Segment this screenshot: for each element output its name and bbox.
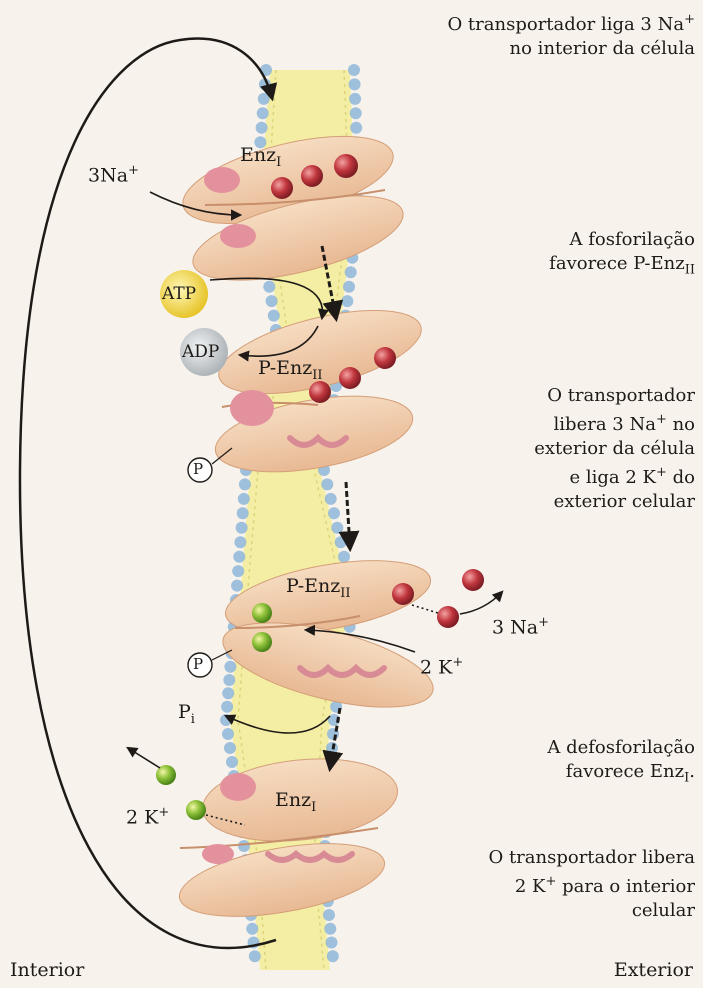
lipid-head	[236, 522, 248, 534]
sodium-label-exterior: 3 Na+	[492, 610, 549, 640]
potassium-ion	[252, 632, 272, 652]
lipid-head	[331, 522, 343, 534]
lipid-head	[350, 122, 362, 134]
sodium-ion	[301, 165, 323, 187]
phosphate-label-b: P	[193, 652, 203, 677]
lipid-head	[226, 756, 238, 768]
lipid-head	[232, 565, 244, 577]
lipid-head	[249, 950, 261, 962]
enzyme-label-p-enz-a: P-EnzII	[258, 356, 323, 388]
sodium-ion	[392, 583, 414, 605]
step-5-description: O transportador libera 2 K+ para o inter…	[415, 846, 695, 923]
sodium-label-interior: 3Na+	[88, 158, 139, 188]
sodium-ion	[271, 177, 293, 199]
potassium-label-exterior: 2 K+	[420, 650, 463, 680]
lipid-head	[222, 728, 234, 740]
lipid-head	[237, 507, 249, 519]
lipid-head	[338, 551, 350, 563]
interior-label: Interior	[10, 958, 84, 983]
sodium-ion	[462, 569, 484, 591]
lipid-head	[239, 478, 251, 490]
sodium-ion	[334, 154, 358, 178]
lipid-head	[224, 661, 236, 673]
enzyme-label-p-enz-b: P-EnzII	[286, 574, 351, 606]
lipid-head	[348, 64, 360, 76]
lipid-head	[266, 295, 278, 307]
step-2-description: A fosforilação favorece P-EnzII	[455, 228, 695, 283]
lipid-head	[257, 107, 269, 119]
lipid-head	[321, 478, 333, 490]
lipid-head	[234, 536, 246, 548]
lipid-head	[350, 107, 362, 119]
lipid-head	[256, 122, 268, 134]
inorganic-phosphate-label: Pi	[178, 700, 195, 732]
enzyme-top	[174, 119, 411, 297]
lipid-head	[335, 536, 347, 548]
step-3-description: O transportador libera 3 Na+ no exterior…	[455, 384, 695, 514]
lipid-head	[231, 580, 243, 592]
lipid-head	[326, 937, 338, 949]
enzyme-label-bottom: EnzI	[275, 788, 316, 820]
phosphate-label-a: P	[193, 457, 203, 482]
potassium-label-interior: 2 K+	[126, 800, 169, 830]
sodium-ion	[374, 347, 396, 369]
lipid-head	[258, 93, 270, 105]
enzyme-label-top: EnzI	[240, 143, 281, 175]
lipid-head	[224, 742, 236, 754]
exterior-label: Exterior	[614, 958, 693, 983]
lipid-head	[341, 295, 353, 307]
lipid-head	[221, 701, 233, 713]
lipid-head	[263, 281, 275, 293]
lipid-head	[220, 714, 232, 726]
lipid-head	[223, 674, 235, 686]
lipid-head	[222, 687, 234, 699]
lipid-head	[323, 909, 335, 921]
step-4-description: A defosforilação favorece EnzI.	[455, 736, 695, 791]
lipid-head	[238, 840, 250, 852]
lipid-head	[324, 923, 336, 935]
lipid-head	[238, 493, 250, 505]
lipid-head	[268, 310, 280, 322]
lipid-head	[328, 507, 340, 519]
lipid-head	[349, 78, 361, 90]
potassium-ion	[252, 603, 272, 623]
sodium-ion	[339, 367, 361, 389]
potassium-ion	[186, 800, 206, 820]
lipid-head	[233, 551, 245, 563]
enzyme-bottom	[174, 750, 402, 930]
sodium-ion	[437, 606, 459, 628]
lipid-head	[327, 950, 339, 962]
step-1-description: O transportador liga 3 Na+ no interior d…	[375, 8, 695, 61]
lipid-head	[349, 93, 361, 105]
lipid-head	[345, 266, 357, 278]
lipid-head	[325, 493, 337, 505]
lipid-head	[246, 923, 258, 935]
adp-label: ADP	[182, 340, 219, 365]
lipid-head	[343, 281, 355, 293]
atp-label: ATP	[162, 282, 196, 307]
